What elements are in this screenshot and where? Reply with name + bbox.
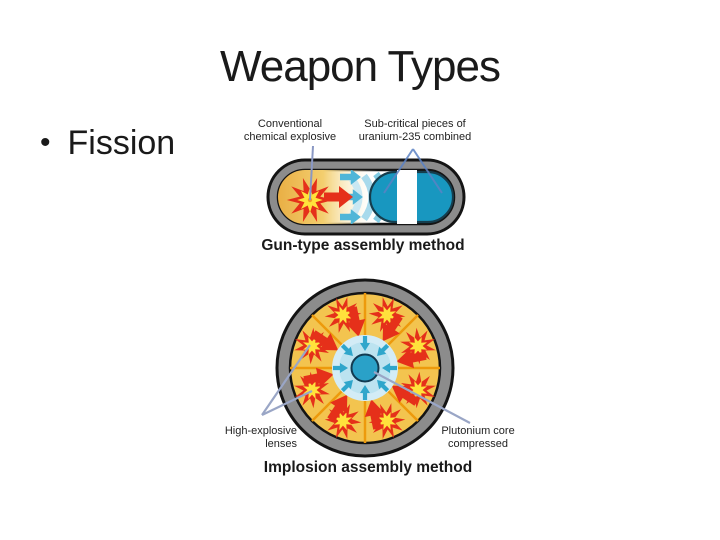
uranium-pointer-lines (383, 148, 443, 194)
gun-type-diagram: Conventional chemical explosive Sub-crit… (238, 113, 488, 263)
implosion-pointer-lines (261, 344, 471, 424)
explosive-pointer-line (309, 145, 314, 201)
gun-type-diagram-graphic (266, 145, 466, 236)
uranium-gap (397, 170, 417, 224)
implosion-diagram-graphic (261, 278, 471, 458)
plutonium-core (350, 353, 380, 383)
bullet-label: Fission (67, 124, 176, 162)
implosion-label-core: Plutonium core compressed (441, 425, 515, 451)
gun-type-caption: Gun-type assembly method (261, 237, 465, 254)
implosion-label-lenses: High-explosive lenses (224, 425, 297, 451)
gun-label-subcritical-uranium: Sub-critical pieces of uranium-235 combi… (358, 118, 472, 144)
uranium-pieces (368, 170, 454, 224)
implosion-caption: Implosion assembly method (263, 459, 473, 476)
slide-title: Weapon Types (220, 42, 501, 91)
implosion-diagram: High-explosive lenses Plutonium core com… (198, 275, 528, 483)
bullet-item-fission: • Fission (40, 126, 175, 160)
bullet-marker: • (40, 126, 51, 159)
gun-label-conventional-explosive: Conventional chemical explosive (243, 118, 337, 144)
